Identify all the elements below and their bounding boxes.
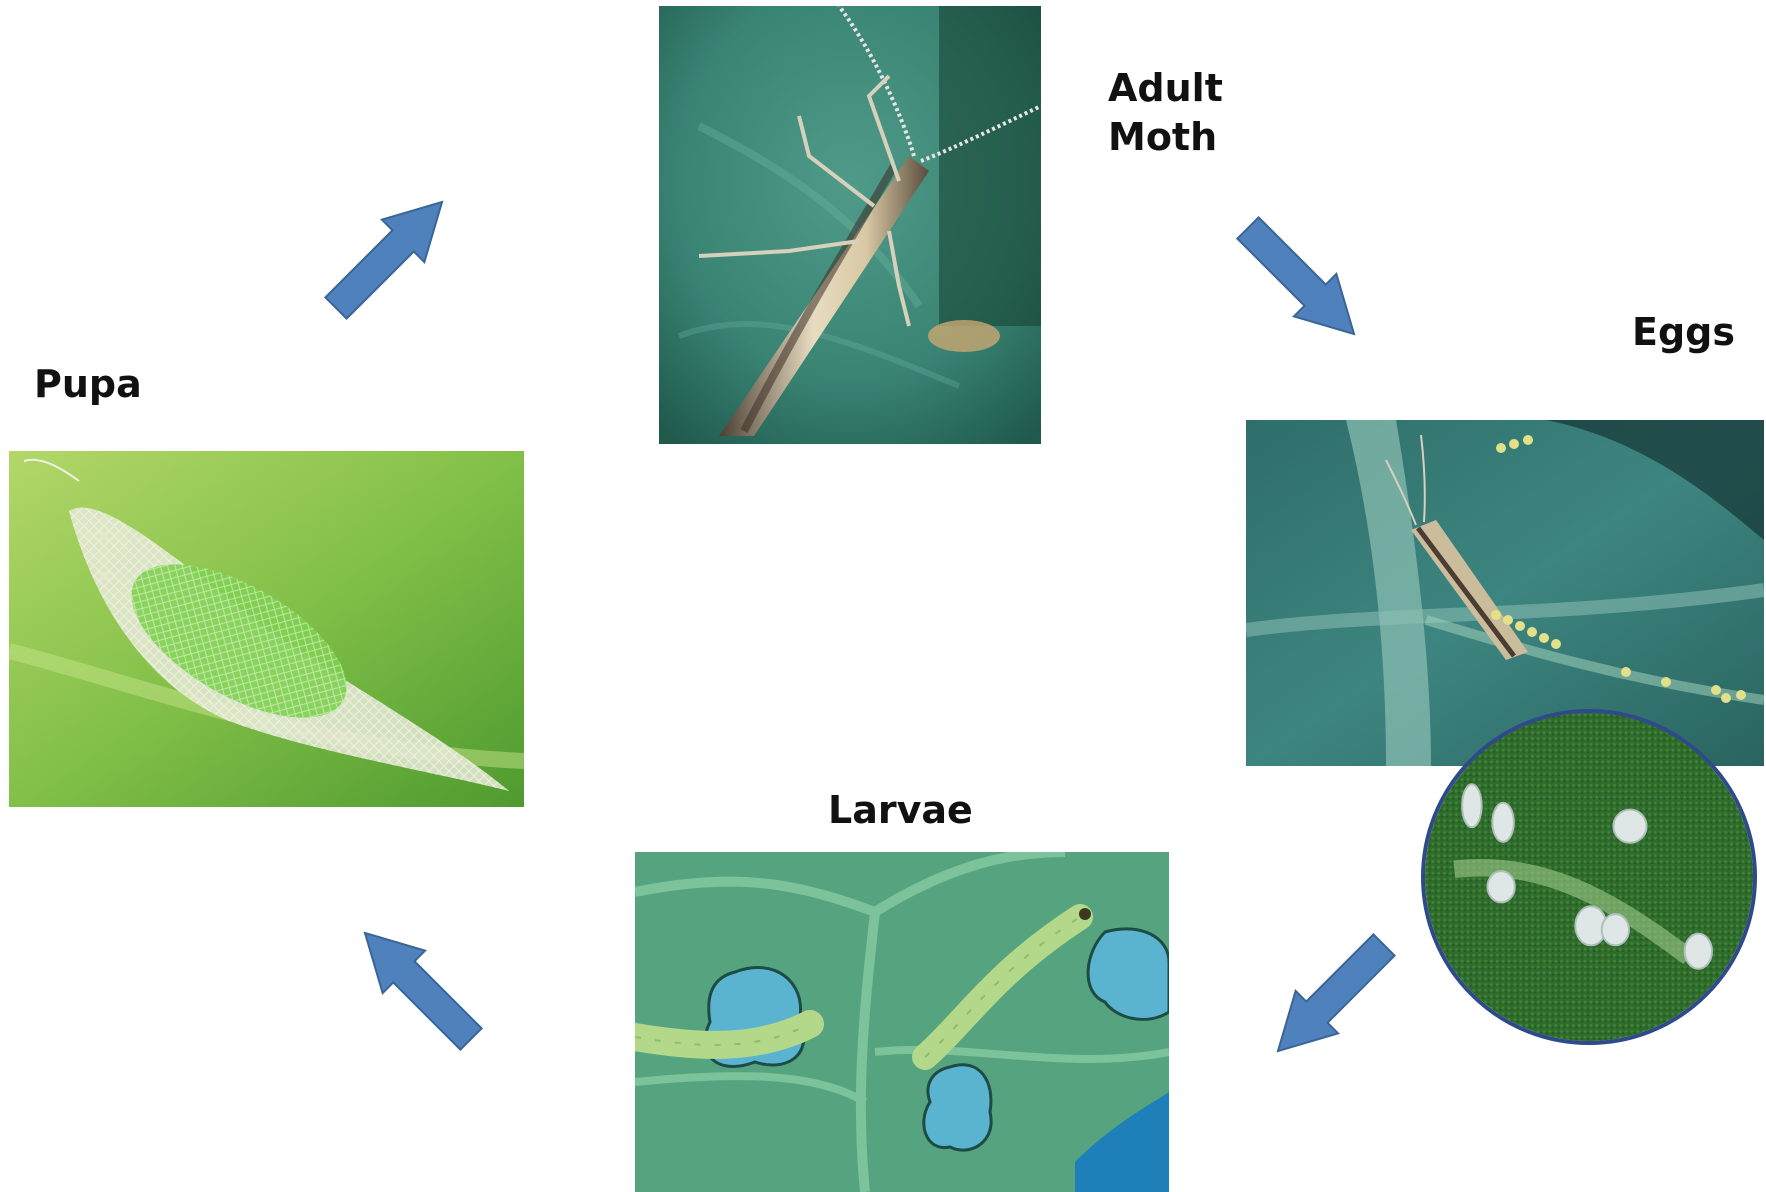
arrow-icon [315, 181, 463, 329]
pupa-label: Pupa [34, 360, 142, 409]
arrow-icon [1257, 924, 1405, 1072]
eggs-label: Eggs [1632, 308, 1735, 357]
adult-moth-label: Adult Moth [1108, 64, 1223, 163]
adult-label-line1: Adult [1108, 64, 1223, 113]
adult-label-line2: Moth [1108, 113, 1223, 162]
adult-moth-photo [659, 6, 1041, 444]
larvae-label: Larvae [828, 786, 973, 835]
arrow-icon [1227, 207, 1375, 355]
eggs-on-leaf-photo [1246, 420, 1764, 766]
eggs-closeup-photo [1421, 709, 1757, 1045]
larvae-on-leaf-photo [635, 852, 1169, 1192]
pupa-cocoon-photo [9, 451, 524, 807]
arrow-icon [344, 912, 492, 1060]
